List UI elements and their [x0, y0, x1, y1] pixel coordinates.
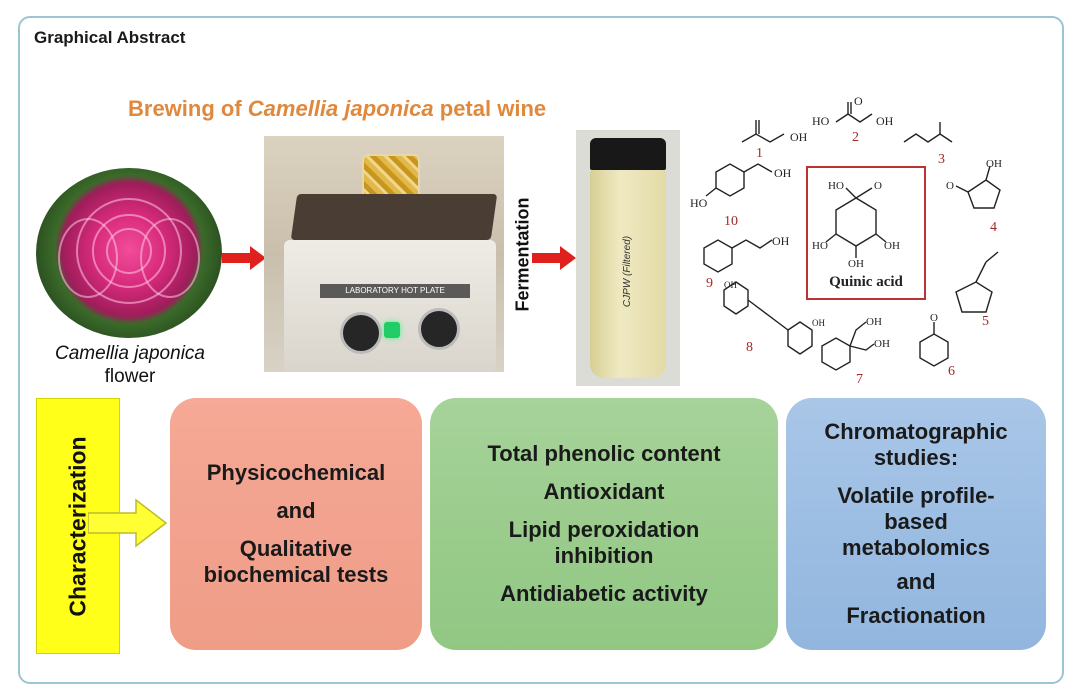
- o-label: O: [946, 180, 954, 192]
- o-label: O: [930, 312, 938, 324]
- bioactivity-card: Total phenolic content Antioxidant Lipid…: [430, 398, 778, 650]
- compound-structures: [703, 102, 1001, 371]
- compound-number-9: 9: [706, 276, 713, 291]
- card-line: metabolomics: [842, 535, 990, 560]
- card-line: Volatile profile-: [837, 483, 995, 508]
- card-line: Lipid peroxidation: [508, 517, 700, 542]
- ho-label: HO: [828, 180, 844, 192]
- flower-caption-species: Camellia japonica: [55, 343, 205, 364]
- brewing-title: Brewing of Camellia japonica petal wine: [128, 96, 547, 121]
- card-line: Antioxidant: [543, 479, 665, 504]
- oh-label: OH: [884, 240, 900, 252]
- card-line: Fractionation: [846, 603, 986, 628]
- compound-number-6: 6: [948, 364, 955, 379]
- ho-label: HO: [812, 114, 830, 128]
- oh-label: OH: [986, 158, 1002, 170]
- fermentation-label: Fermentation: [512, 196, 533, 312]
- card-line: Antidiabetic activity: [500, 581, 708, 606]
- hot-plate-surface: [290, 194, 498, 240]
- power-knob: [418, 308, 460, 350]
- card-line: based: [884, 509, 948, 534]
- compound-number-4: 4: [990, 220, 997, 235]
- oh-label: OH: [812, 318, 825, 328]
- heat-knob: [340, 312, 382, 354]
- compound-number-7: 7: [856, 372, 863, 387]
- ho-label: HO: [690, 196, 708, 210]
- camellia-flower-photo: [36, 168, 222, 338]
- oh-label: OH: [724, 280, 737, 290]
- oh-label: OH: [866, 316, 882, 328]
- hot-plate-label: LABORATORY HOT PLATE: [320, 284, 470, 298]
- flower-caption-word: flower: [104, 366, 156, 387]
- card-line: Qualitative: [239, 536, 353, 561]
- oh-label: OH: [874, 338, 890, 350]
- card-line: studies:: [873, 445, 959, 470]
- card-line: Physicochemical: [206, 460, 386, 485]
- card-line: inhibition: [554, 543, 654, 568]
- bottle-label: CJPW (Filtered): [622, 235, 634, 307]
- compound-number-8: 8: [746, 340, 753, 355]
- bottle-cap: [590, 138, 666, 170]
- bottle-body: [590, 168, 666, 378]
- ho-label: HO: [812, 240, 828, 252]
- oh-label: OH: [774, 166, 792, 180]
- card-line: and: [896, 569, 936, 594]
- card-line: Total phenolic content: [487, 441, 721, 466]
- oh-label: OH: [848, 258, 864, 270]
- graphical-abstract-title: Graphical Abstract: [34, 28, 186, 47]
- card-line: and: [276, 498, 316, 523]
- o-label: O: [854, 94, 863, 108]
- oh-label: OH: [772, 234, 790, 248]
- compound-number-10: 10: [724, 214, 738, 229]
- o-label: O: [874, 180, 882, 192]
- card-line: biochemical tests: [203, 562, 389, 587]
- hot-plate-body: [284, 240, 496, 372]
- characterization-arrow: [88, 498, 168, 548]
- quinic-acid-label: Quinic acid: [829, 274, 903, 290]
- oh-label: OH: [790, 130, 808, 144]
- process-arrow-1: [222, 246, 266, 270]
- hot-plate-photo: LABORATORY HOT PLATE: [264, 136, 504, 372]
- compound-number-2: 2: [852, 130, 859, 145]
- compound-number-3: 3: [938, 152, 945, 167]
- quinic-acid-highlight-box: [806, 166, 926, 300]
- physicochemical-card: Physicochemical and Qualitative biochemi…: [170, 398, 422, 650]
- card-line: Chromatographic: [824, 419, 1008, 444]
- compound-number-1: 1: [756, 146, 763, 161]
- process-arrow-2: [532, 246, 576, 270]
- flower-caption: Camellia japonica flower: [30, 342, 230, 388]
- wine-bottle-photo: CJPW (Filtered): [576, 130, 680, 386]
- compound-number-5: 5: [982, 314, 989, 329]
- chromatographic-card: Chromatographic studies: Volatile profil…: [786, 398, 1046, 650]
- oh-label: OH: [876, 114, 894, 128]
- power-led: [384, 322, 400, 338]
